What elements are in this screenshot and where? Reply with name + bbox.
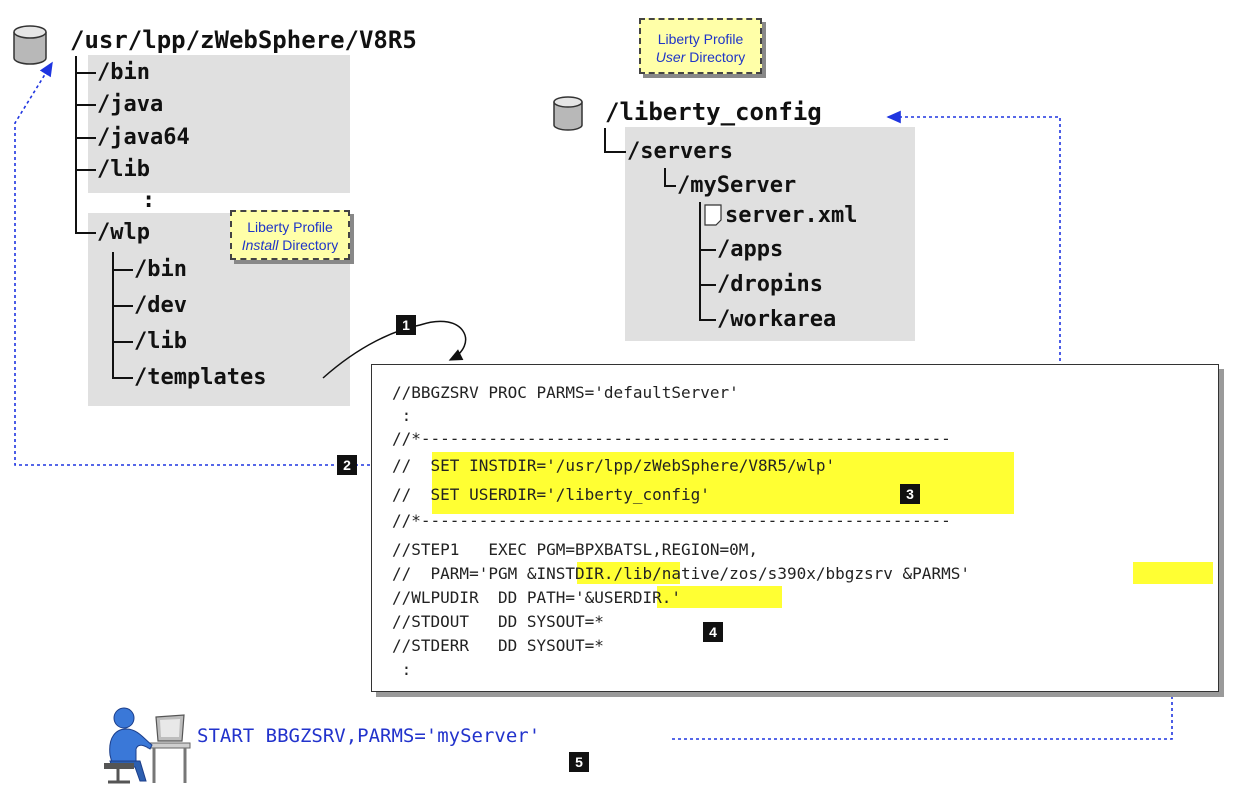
tree-ellipsis: : — [142, 188, 156, 213]
dir-wlp: /wlp — [97, 220, 150, 245]
dir-java64: /java64 — [97, 125, 190, 150]
instdir-highlight — [577, 562, 680, 584]
install-root-dir: /usr/lpp/zWebSphere/V8R5 — [70, 26, 417, 54]
jcl-line: //BBGZSRV PROC PARMS='defaultServer' — [392, 383, 739, 402]
dir-apps: /apps — [717, 237, 784, 262]
callout-text: Directory — [685, 49, 746, 65]
parms-highlight — [1133, 562, 1213, 584]
step-badge-4: 4 — [703, 622, 723, 642]
step-badge-2: 2 — [337, 455, 357, 475]
install-directory-callout: Liberty Profile Install Directory — [230, 210, 350, 260]
config-tree-bg — [625, 127, 915, 341]
jcl-line: // PARM='PGM &INSTDIR./lib/native/zos/s3… — [392, 564, 970, 583]
wlp-dir-bin: /bin — [134, 257, 187, 282]
callout-line: Liberty Profile — [247, 219, 333, 235]
dir-servers: /servers — [627, 139, 733, 164]
dir-myserver: /myServer — [677, 173, 797, 198]
callout-line: Install Directory — [232, 236, 348, 254]
dir-workarea: /workarea — [717, 307, 837, 332]
wlp-dir-lib: /lib — [134, 329, 187, 354]
database-icon — [553, 96, 583, 131]
callout-emphasis: User — [655, 49, 686, 65]
file-icon — [704, 204, 722, 226]
jcl-line: //STDOUT DD SYSOUT=* — [392, 612, 604, 631]
jcl-line: : — [392, 406, 412, 425]
callout-line: Liberty Profile — [657, 31, 744, 47]
operator-at-computer-icon — [104, 707, 191, 784]
user-root-dir: /liberty_config — [605, 98, 822, 126]
jcl-line: //STDERR DD SYSOUT=* — [392, 636, 604, 655]
dir-lib: /lib — [97, 157, 150, 182]
step-badge-3: 3 — [900, 484, 920, 504]
step-badge-5: 5 — [569, 752, 589, 772]
jcl-line: // SET USERDIR='/liberty_config' — [392, 485, 710, 504]
jcl-line: // SET INSTDIR='/usr/lpp/zWebSphere/V8R5… — [392, 456, 836, 475]
jcl-line: //WLPUDIR DD PATH='&USERDIR.' — [392, 588, 681, 607]
wlp-dir-templates: /templates — [134, 365, 267, 390]
userdir-highlight — [657, 586, 782, 608]
jcl-line: //*-------------------------------------… — [392, 511, 951, 530]
file-server-xml: server.xml — [725, 203, 858, 228]
jcl-line: : — [392, 660, 412, 679]
user-directory-callout: Liberty Profile User Directory — [639, 18, 762, 74]
callout-emphasis: Install — [241, 237, 279, 253]
dir-bin: /bin — [97, 60, 150, 85]
callout-line: User Directory — [641, 48, 760, 66]
wlp-dir-dev: /dev — [134, 293, 187, 318]
jcl-line: //STEP1 EXEC PGM=BPXBATSL,REGION=0M, — [392, 540, 759, 559]
database-icon — [13, 25, 47, 65]
jcl-listing-box — [371, 364, 1219, 692]
dir-java: /java — [97, 92, 164, 117]
start-command: START BBGZSRV,PARMS='myServer' — [197, 725, 541, 747]
callout-text: Directory — [278, 237, 339, 253]
dir-dropins: /dropins — [717, 272, 823, 297]
usr-tree-bg — [88, 55, 350, 193]
jcl-line: //*-------------------------------------… — [392, 429, 951, 448]
step-badge-1: 1 — [396, 315, 416, 335]
